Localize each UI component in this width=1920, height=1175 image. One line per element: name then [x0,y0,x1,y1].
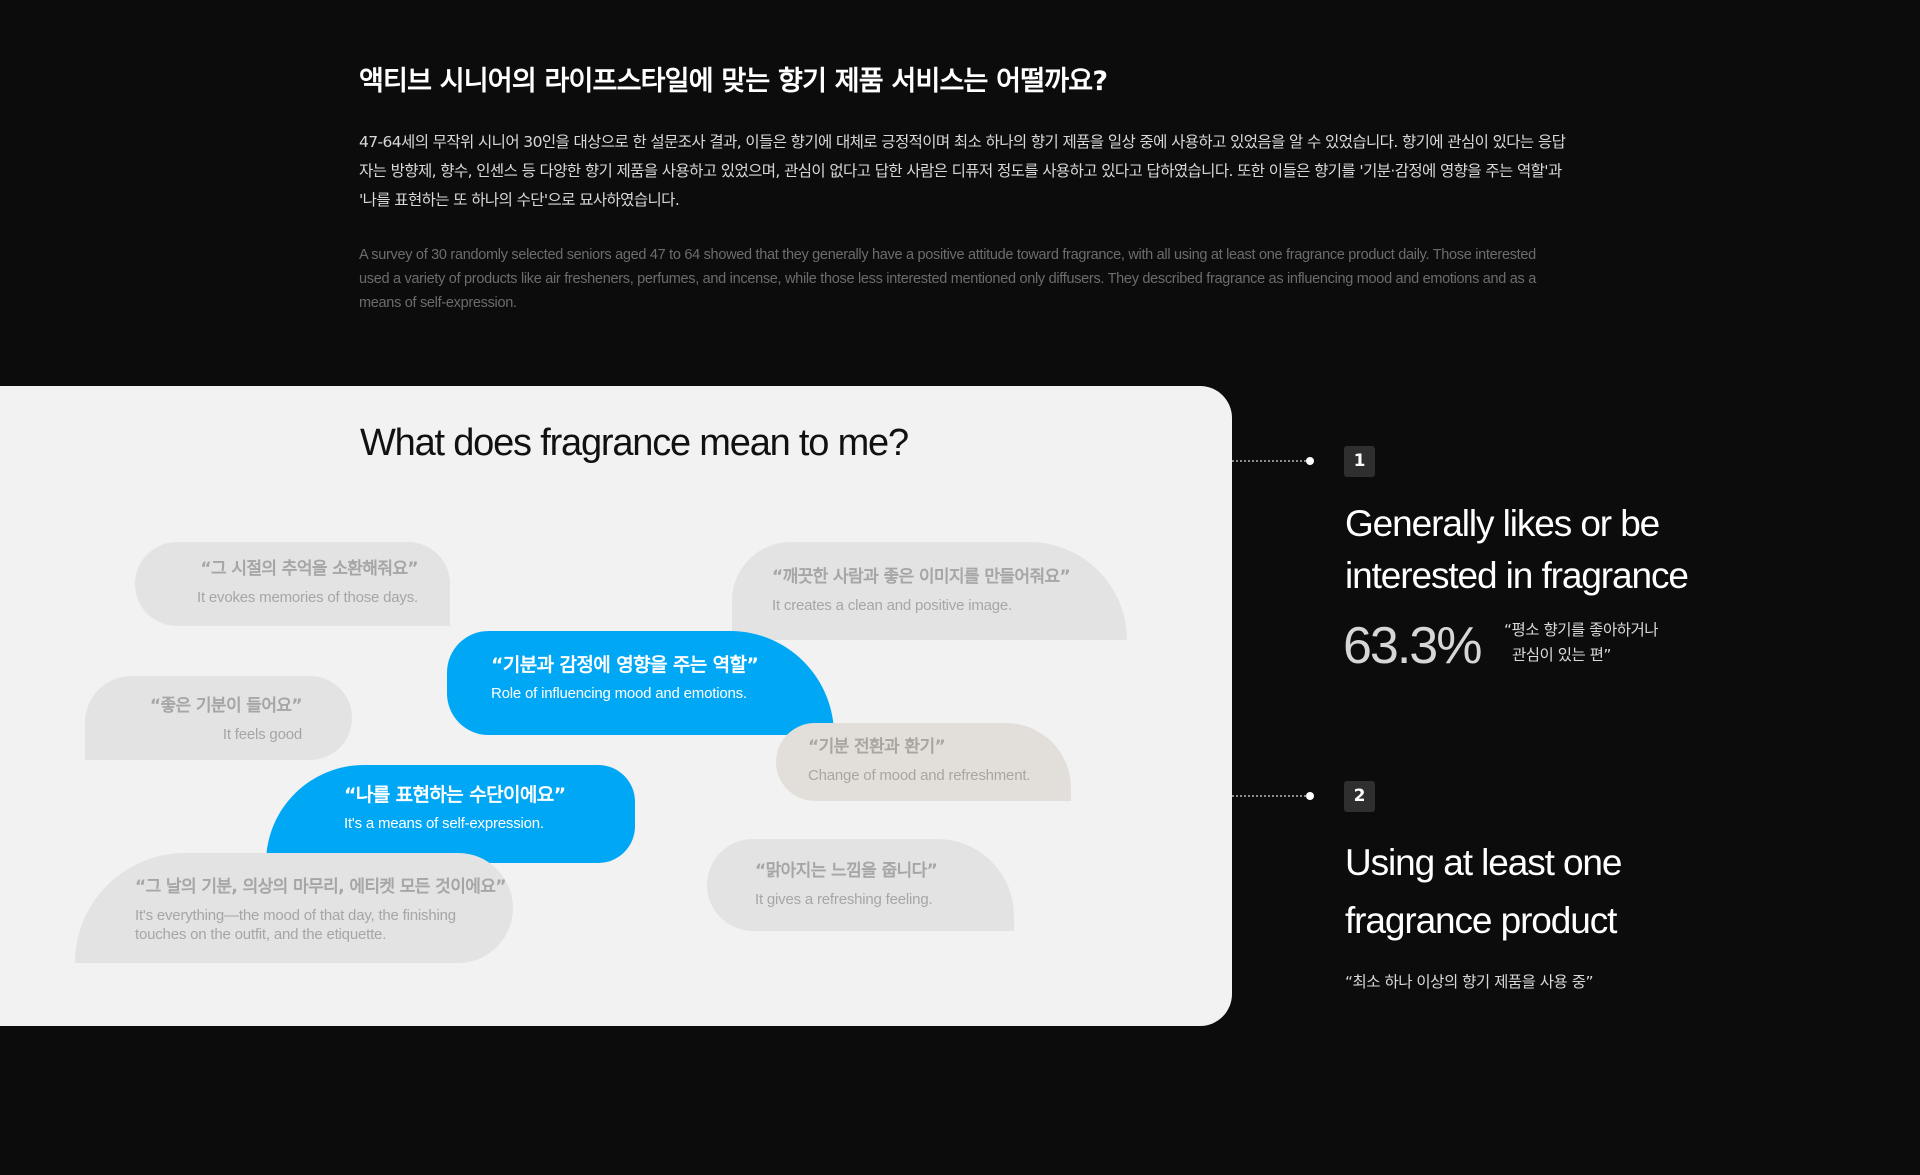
stat-note: “평소 향기를 좋아하거나 관심이 있는 편” [1504,618,1659,668]
stat-note: “최소 하나 이상의 향기 제품을 사용 중” [1345,973,1594,991]
stat-value: 63.3% [1343,617,1482,675]
connector-dot-2 [1306,792,1314,800]
intro-body-english: A survey of 30 randomly selected seniors… [359,247,1536,311]
stat-title-line: Generally likes or be [1345,503,1660,544]
stat-number-badge: 1 [1344,446,1375,477]
quote-bubble-memories: “그 시절의 추억을 소환해줘요” It evokes memories of … [135,542,450,626]
quote-bubble-everything: “그 날의 기분, 의상의 마무리, 에티켓 모든 것이에요” It's eve… [75,853,513,963]
quote-bubble-refreshment: “기분 전환과 환기” Change of mood and refreshme… [776,723,1071,801]
quote-korean: “기분과 감정에 영향을 주는 역할” [491,654,759,676]
connector-line-1 [1232,460,1310,462]
stat-title-line: fragrance product [1345,900,1617,941]
quote-english: It feels good [222,726,302,743]
quote-bubble-self-expression: “나를 표현하는 수단이에요” It's a means of self-exp… [266,765,635,863]
stat-title-line: Using at least one [1345,842,1622,883]
quote-bubble-feels-good: “좋은 기분이 들어요” It feels good [85,676,352,760]
intro-section: 액티브 시니어의 라이프스타일에 맞는 향기 제품 서비스는 어떨까요? 47-… [359,62,1569,315]
quote-bubble-mood-emotions: “기분과 감정에 영향을 주는 역할” Role of influencing … [447,631,834,735]
quote-english: Change of mood and refreshment. [808,767,1031,784]
card-title: What does fragrance mean to me? [360,422,909,464]
quote-english: It's everything—the mood of that day, th… [135,907,456,943]
quote-english: It gives a refreshing feeling. [755,891,933,908]
fragrance-meaning-card: What does fragrance mean to me? “그 시절의 추… [0,386,1232,1026]
stat-title-line: interested in fragrance [1345,555,1689,596]
quote-korean: “그 시절의 추억을 소환해줘요” [200,559,418,579]
stat-note-line: “평소 향기를 좋아하거나 [1504,621,1659,639]
quote-english: It creates a clean and positive image. [772,597,1013,614]
quote-bubble-clean-image: “깨끗한 사람과 좋은 이미지를 만들어줘요” It creates a cle… [732,542,1127,640]
stat-title: Using at least one fragrance product [1345,834,1622,950]
intro-body-korean: 47-64세의 무작위 시니어 30인을 대상으로 한 설문조사 결과, 이들은… [359,133,1566,209]
quote-korean: “좋은 기분이 들어요” [149,696,303,716]
quote-english: It evokes memories of those days. [196,589,418,606]
quote-bubble-refreshing-feeling: “맑아지는 느낌을 줍니다” It gives a refreshing fee… [707,839,1014,931]
quote-english: It's a means of self-expression. [344,815,544,832]
quote-korean: “나를 표현하는 수단이에요” [344,784,566,806]
quote-korean: “기분 전환과 환기” [808,737,946,757]
quote-korean: “맑아지는 느낌을 줍니다” [755,861,938,881]
connector-line-2 [1232,795,1310,797]
quote-korean: “그 날의 기분, 의상의 마무리, 에티켓 모든 것이에요” [135,877,506,897]
quote-korean: “깨끗한 사람과 좋은 이미지를 만들어줘요” [772,567,1071,587]
page-title: 액티브 시니어의 라이프스타일에 맞는 향기 제품 서비스는 어떨까요? [359,66,1108,97]
stat-note-line: 관심이 있는 편” [1512,646,1611,664]
connector-dot-1 [1306,457,1314,465]
stat-title: Generally likes or be interested in frag… [1345,498,1689,602]
quote-english: Role of influencing mood and emotions. [491,685,747,702]
stat-number-badge: 2 [1344,781,1375,812]
